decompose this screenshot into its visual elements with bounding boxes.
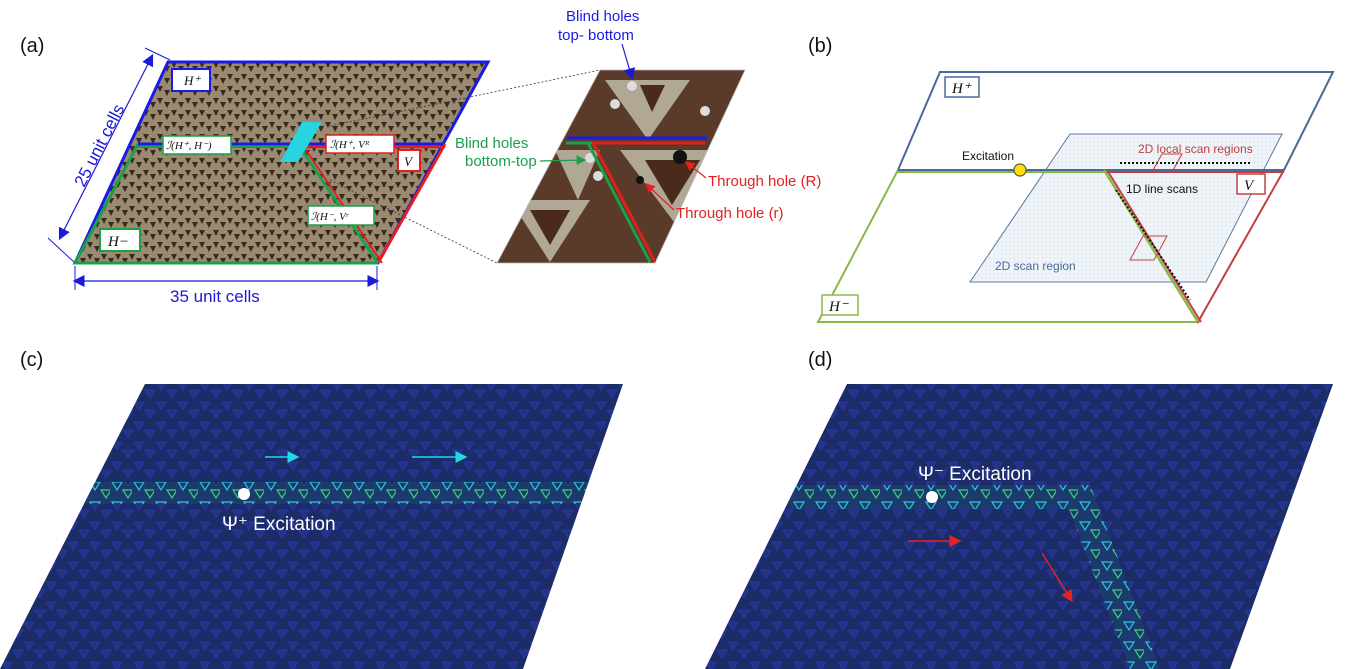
schematic-label-v: V [1244,178,1255,194]
label-h-plus: H⁺ [183,73,201,88]
excitation-dot [1013,163,1027,177]
schematic-label-hminus: H⁻ [828,299,849,315]
blind-bottom-top-line2: bottom-top [465,153,537,170]
schematic-excitation: Excitation [962,149,1014,163]
panel-label-c: (c) [20,349,43,371]
label-v: V [404,154,414,169]
propagation-arrow-d2 [1041,552,1073,603]
panel-label-d: (d) [808,349,832,371]
interface-hmv [298,146,380,264]
schematic-label-hplus: H⁺ [951,81,972,97]
width-dim-label: 35 unit cells [170,287,260,306]
blind-top-bottom-line2: top- bottom [558,27,634,44]
height-dim-arrow [58,53,154,241]
panel-label-a: (a) [20,35,44,57]
local-scan-box-1 [1151,153,1183,173]
label-iface-hpv: ℐ(H⁺, Vᴿ [330,139,370,151]
blind-bottom-top-line1: Blind holes [455,135,528,152]
label-iface-hmv: ℐ(H⁻, Vʳ [311,211,350,223]
interface-hmv-red [303,146,383,264]
through-hole-R: Through hole (R) [708,173,821,190]
excitation-label-d: Ψ⁻ Excitation [918,464,1032,485]
label-h-minus: H− [107,234,129,250]
blind-top-bottom-line1: Blind holes [566,8,639,25]
panel-label-b: (b) [808,35,832,57]
schematic-scan-region: 2D scan region [995,259,1076,273]
excitation-transducer [280,122,322,162]
excitation-point-d [926,491,938,503]
schematic-line-scans: 1D line scans [1126,182,1198,196]
excitation-point-c [238,488,250,500]
schematic-local-scan: 2D local scan regions [1138,142,1253,156]
through-hole-r: Through hole (r) [676,205,784,222]
excitation-label-c: Ψ⁺ Excitation [222,514,336,535]
inset-outline [496,69,746,264]
red-boundary [376,143,447,264]
field-map-d [705,384,1333,669]
label-iface-hh: ℐ(H⁺, H⁻) [166,140,212,152]
local-scan-box-2 [1129,235,1168,261]
